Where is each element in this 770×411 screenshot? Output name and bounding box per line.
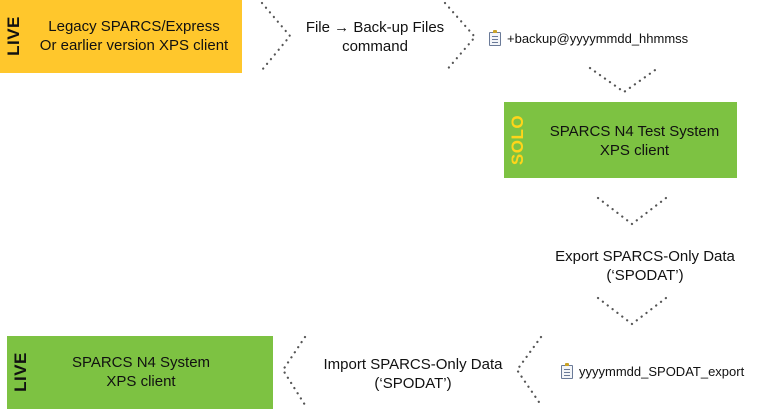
document-icon [489, 29, 501, 46]
live-n4-system-label: SPARCS N4 System XPS client [41, 353, 241, 391]
connector-chevron [260, 1, 292, 72]
legacy-client-label: Legacy SPARCS/Express Or earlier version… [28, 17, 240, 55]
legacy-client-line2: Or earlier version XPS client [39, 37, 229, 54]
export-file-name: yyyymmdd_SPODAT_export [579, 364, 745, 379]
solo-tag: SOLO [508, 114, 527, 166]
backup-file: +backup@yyyymmdd_hhmmss [489, 29, 689, 46]
solo-system-line2: XPS client [599, 142, 670, 159]
connector-chevron [596, 296, 668, 326]
backup-step-line2: command [342, 38, 408, 55]
export-step-line2: (‘SPODAT’) [606, 267, 684, 284]
import-step-label: Import SPARCS-Only Data (‘SPODAT’) [308, 355, 518, 393]
import-step-line1: Import SPARCS-Only Data [323, 356, 503, 373]
legacy-client-box: LIVE Legacy SPARCS/Express Or earlier ve… [0, 0, 242, 73]
solo-system-line1: SPARCS N4 Test System [549, 123, 720, 140]
export-step-line1: Export SPARCS-Only Data [555, 248, 735, 265]
legacy-client-line1: Legacy SPARCS/Express [48, 18, 220, 35]
live-tag: LIVE [4, 16, 23, 56]
backup-file-name: +backup@yyyymmdd_hhmmss [507, 31, 689, 46]
live-tag: LIVE [11, 352, 30, 392]
solo-system-label: SPARCS N4 Test System XPS client [532, 122, 737, 160]
live-n4-system-box: LIVE SPARCS N4 System XPS client [7, 336, 273, 409]
live-n4-system-line2: XPS client [106, 373, 176, 390]
import-step-line2: (‘SPODAT’) [374, 375, 452, 392]
document-icon [561, 362, 573, 379]
connector-chevron [588, 66, 660, 94]
connector-chevron [596, 196, 668, 226]
solo-test-system-box: SOLO SPARCS N4 Test System XPS client [504, 102, 737, 178]
connector-chevron [515, 335, 543, 407]
export-step-label: Export SPARCS-Only Data (‘SPODAT’) [540, 247, 750, 285]
backup-step-label: File → Back-up Files command [290, 18, 460, 56]
backup-step-line1: File → Back-up Files [305, 19, 445, 36]
export-file: yyyymmdd_SPODAT_export [561, 362, 745, 379]
live-n4-system-line1: SPARCS N4 System [71, 354, 211, 371]
connector-chevron [281, 335, 307, 407]
